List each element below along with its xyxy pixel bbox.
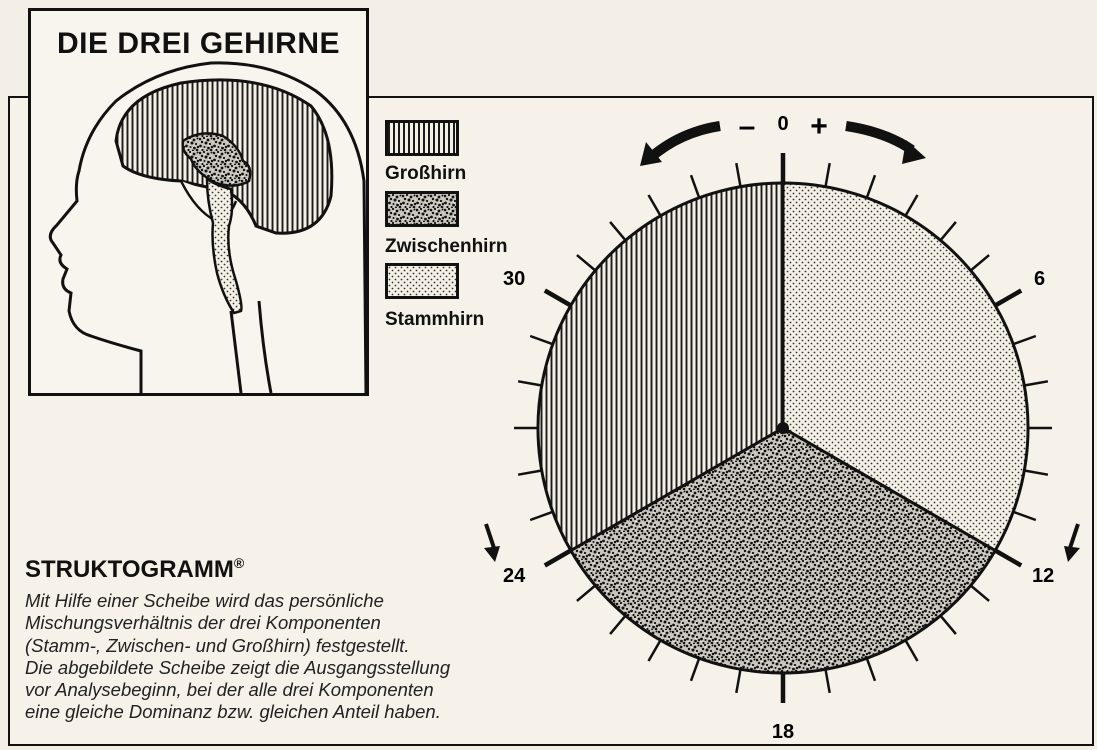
minor-tick (867, 175, 875, 198)
plus-sign: + (810, 110, 828, 143)
minor-tick (1013, 336, 1036, 344)
minor-tick (941, 616, 956, 634)
minor-tick (971, 255, 989, 270)
minus-sign: – (739, 110, 756, 143)
scale-label-12: 12 (1032, 565, 1054, 587)
description-line: Die abgebildete Scheibe zeigt die Ausgan… (25, 657, 615, 679)
minor-tick (518, 471, 542, 475)
description-line: Mischungsverhältnis der drei Komponenten (25, 612, 615, 634)
minor-tick (826, 163, 830, 187)
major-tick (995, 291, 1021, 306)
disc-center-pin (777, 422, 789, 434)
minor-tick (691, 175, 699, 198)
scale-label-0: 0 (777, 113, 788, 135)
minor-tick (577, 255, 595, 270)
minor-tick (906, 195, 918, 216)
spinal-canal-left (231, 311, 241, 393)
minor-tick (691, 658, 699, 681)
spinal-canal-right (259, 301, 271, 393)
minor-tick (736, 163, 740, 187)
minor-tick (530, 336, 553, 344)
minor-tick (1024, 381, 1048, 385)
scale-label-24: 24 (503, 565, 526, 587)
scale-label-30: 30 (503, 268, 525, 290)
minor-tick (941, 222, 956, 240)
rotate-right-arrow (846, 126, 912, 150)
scale-label-6: 6 (1034, 268, 1045, 290)
description-line: eine gleiche Dominanz bzw. gleichen Ante… (25, 701, 615, 723)
struktogramm-description: Mit Hilfe einer Scheibe wird das persönl… (25, 590, 615, 724)
minor-tick (971, 586, 989, 601)
minor-tick (518, 381, 542, 385)
struktogramm-title: STRUKTOGRAMM® (25, 555, 244, 584)
minor-tick (1013, 512, 1036, 520)
description-line: vor Analysebeginn, bei der alle drei Kom… (25, 679, 615, 701)
rotate-right-arrowhead (902, 140, 926, 164)
struktogramm-title-text: STRUKTOGRAMM (25, 556, 234, 583)
three-brains-panel: DIE DREI GEHIRNE (28, 8, 369, 396)
head-profile-illustration (31, 11, 366, 393)
major-tick (995, 551, 1021, 566)
arrow-24-head (484, 546, 500, 562)
arrow-24-shaft (486, 524, 494, 548)
description-line: Mit Hilfe einer Scheibe wird das persönl… (25, 590, 615, 612)
arrow-12-head (1064, 546, 1080, 562)
minor-tick (736, 669, 740, 693)
major-tick (545, 291, 571, 306)
scale-label-18: 18 (772, 721, 794, 743)
minor-tick (610, 222, 625, 240)
arrow-12-shaft (1070, 524, 1078, 548)
major-tick (545, 551, 571, 566)
trademark-sign: ® (234, 555, 244, 571)
minor-tick (649, 640, 661, 661)
minor-tick (826, 669, 830, 693)
rotate-left-arrow (650, 126, 720, 158)
description-line: (Stamm-, Zwischen- und Großhirn) festges… (25, 635, 615, 657)
minor-tick (649, 195, 661, 216)
minor-tick (530, 512, 553, 520)
minor-tick (867, 658, 875, 681)
minor-tick (906, 640, 918, 661)
minor-tick (1024, 471, 1048, 475)
